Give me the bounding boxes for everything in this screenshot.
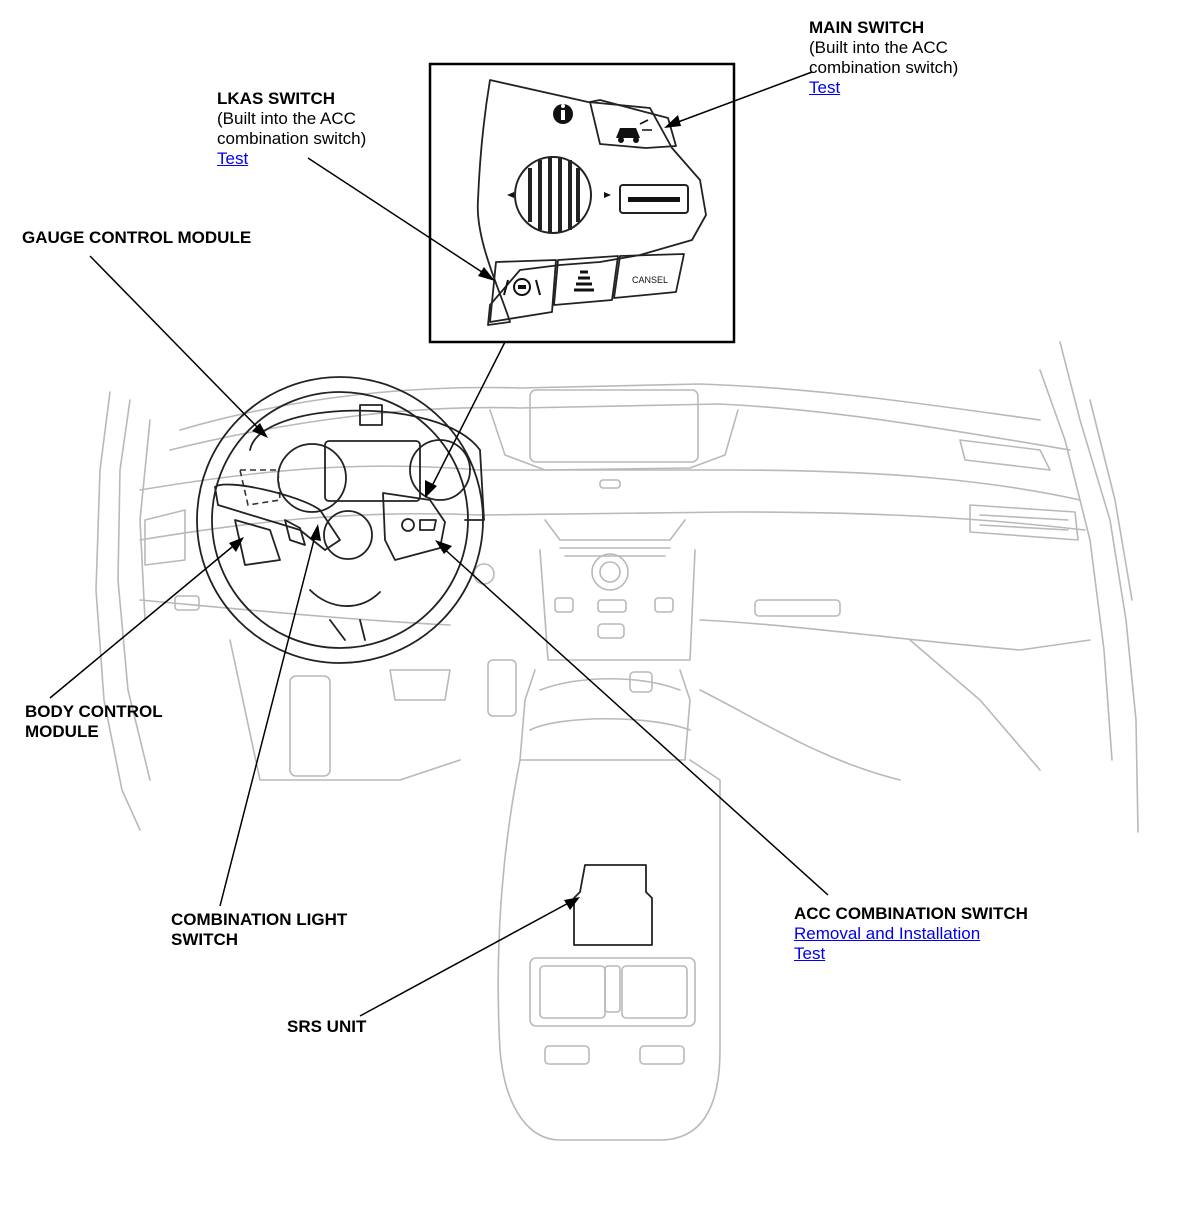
body-control-module-line2: MODULE [25, 722, 99, 741]
acc-removal-installation-link[interactable]: Removal and Installation [794, 924, 981, 943]
lkas-switch-note-line1: (Built into the ACC [217, 109, 356, 128]
gauge-control-module-callout: GAUGE CONTROL MODULE [22, 228, 251, 248]
acc-combination-switch-title: ACC COMBINATION SWITCH [794, 904, 1028, 923]
gauge-control-module-title: GAUGE CONTROL MODULE [22, 228, 252, 247]
vehicle-interior [95, 341, 1139, 1141]
lkas-icon [503, 278, 541, 296]
lkas-switch-title: LKAS SWITCH [217, 89, 336, 108]
acc-combination-switch-callout: ACC COMBINATION SWITCH Removal and Insta… [794, 904, 1028, 964]
main-switch-note-line1: (Built into the ACC [809, 38, 948, 57]
main-switch-callout: MAIN SWITCH (Built into the ACC combinat… [809, 18, 958, 98]
main-switch-title: MAIN SWITCH [809, 18, 925, 37]
combination-light-switch-callout: COMBINATION LIGHT SWITCH [171, 910, 347, 950]
body-control-module-callout: BODY CONTROL MODULE [25, 702, 163, 742]
combination-light-switch-line2: SWITCH [171, 930, 239, 949]
main-switch-note-line2: combination switch) [809, 58, 959, 77]
srs-unit-callout: SRS UNIT [287, 1017, 366, 1037]
leader-lines [49, 71, 829, 1017]
steering-wheel [196, 376, 485, 664]
srs-unit-box [573, 864, 653, 946]
dial-knob [507, 156, 611, 234]
srs-unit-title: SRS UNIT [287, 1017, 367, 1036]
lkas-switch-callout: LKAS SWITCH (Built into the ACC combinat… [217, 89, 366, 169]
acc-test-link[interactable]: Test [794, 944, 826, 963]
lkas-switch-note-line2: combination switch) [217, 129, 367, 148]
lkas-switch-test-link[interactable]: Test [217, 149, 249, 168]
main-switch-test-link[interactable]: Test [809, 78, 841, 97]
cancel-button-label: CANSEL [632, 275, 668, 285]
body-control-module-line1: BODY CONTROL [25, 702, 163, 721]
combination-light-switch-line1: COMBINATION LIGHT [171, 910, 348, 929]
main-switch-icon [616, 119, 652, 143]
distance-icon [574, 270, 594, 292]
acc-switch-inset: CANSEL [428, 62, 736, 344]
